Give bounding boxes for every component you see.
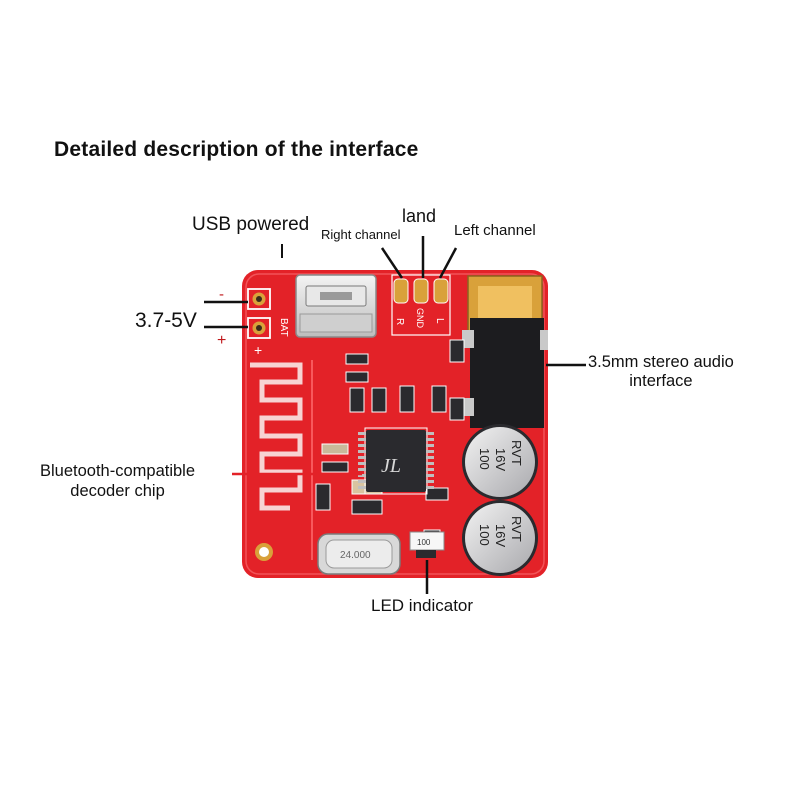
battery-terminals: BAT +: [247, 288, 289, 358]
label-decoder-chip: Bluetooth-compatible decoder chip: [40, 461, 195, 501]
svg-text:GND: GND: [415, 308, 425, 329]
label-usb-powered: USB powered: [192, 214, 310, 235]
led-component: 100: [409, 531, 445, 558]
label-voltage: 3.7-5V: [135, 309, 197, 332]
svg-text:JL: JL: [381, 455, 401, 477]
svg-text:100: 100: [417, 538, 431, 547]
svg-text:100: 100: [477, 448, 492, 470]
svg-text:16V: 16V: [493, 524, 508, 547]
crystal-oscillator: 24.000: [317, 533, 401, 575]
svg-text:100: 100: [477, 524, 492, 546]
audio-jack: [462, 275, 548, 428]
antenna-trace: [250, 362, 303, 511]
audio-output-pads: R GND L: [391, 274, 451, 336]
label-plus: +: [217, 332, 227, 349]
label-right-channel: Right channel: [321, 227, 401, 242]
page-title: Detailed description of the interface: [54, 138, 419, 161]
capacitor-lower: RVT 16V 100: [462, 500, 538, 576]
label-audio-jack-line1: 3.5mm stereo audio: [588, 353, 734, 371]
capacitor-upper: RVT 16V 100: [462, 424, 538, 500]
label-land: land: [402, 206, 437, 226]
label-decoder-chip-line1: Bluetooth-compatible: [40, 462, 196, 480]
svg-text:R: R: [394, 318, 405, 325]
svg-text:+: +: [254, 342, 262, 358]
label-decoder-chip-line2: decoder chip: [70, 482, 165, 500]
bat-silkscreen: BAT: [278, 318, 289, 337]
label-led-indicator: LED indicator: [371, 596, 474, 615]
annotation-lines: [204, 236, 586, 594]
svg-text:L: L: [434, 318, 445, 324]
label-audio-jack: 3.5mm stereo audio interface: [588, 353, 734, 391]
label-left-channel: Left channel: [454, 222, 536, 239]
label-audio-jack-line2: interface: [629, 372, 693, 390]
label-minus: -: [219, 286, 224, 303]
svg-text:24.000: 24.000: [340, 550, 371, 561]
micro-usb-port: [295, 274, 377, 338]
svg-text:16V: 16V: [493, 448, 508, 471]
decoder-chip: JL: [358, 427, 434, 495]
svg-text:RVT: RVT: [509, 440, 524, 466]
svg-text:RVT: RVT: [509, 516, 524, 542]
